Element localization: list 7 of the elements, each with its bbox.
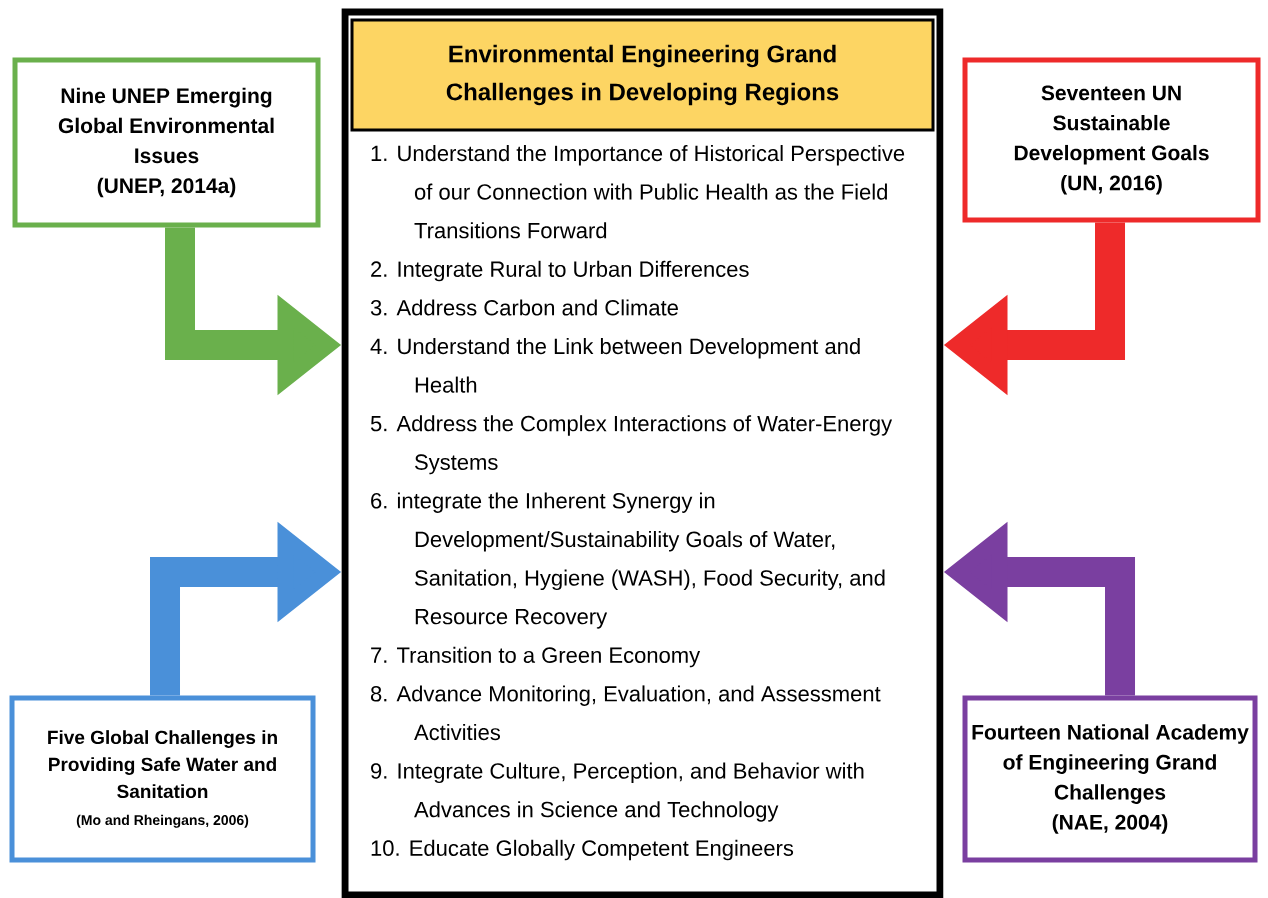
title-box: Environmental Engineering Grand Challenges in Developing Regions: [350, 18, 935, 132]
source-box: Fourteen National Academy of Engineering Grand Challenges (NAE, 2004): [962, 695, 1258, 863]
source-box: Seventeen UN Sustainable Development Goals (UN, 2016): [962, 57, 1261, 223]
frame-box: [341, 8, 944, 898]
challenge-list: 1. Understand the Importance of Historical Perspective of our Connection with Public Health as the Field Transitions Forward 2. Integrate Rural to Urban Differences 3. Address Carbon and Climate 4. Understand the Link between Development and Health 5. Address the Complex Interactions of Water-Energy Systems 6. integrate the Inherent Synergy in Development/Sustainability Goals of Water, Sanitation, Hygiene (WASH), Food Security, and Resource Recovery 7. Transition to a Green Economy 8. Advance Monitoring, Evaluation, and Assessment Activities 9. Integrate Culture, Perception, and Behavior with Advances in Science and Technology 10. Educate Globally Competent Engineers: [370, 145, 905, 861]
source-box: Nine UNEP Emerging Global Environmental Issues (UNEP, 2014a): [12, 57, 321, 228]
source-box: Five Global Challenges in Providing Safe Water and Sanitation (Mo and Rheingans, 2006): [9, 695, 316, 863]
